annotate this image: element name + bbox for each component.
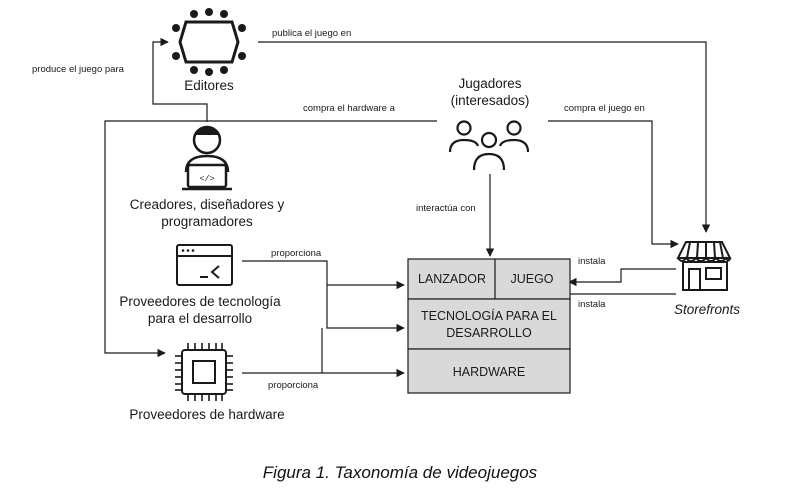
node-hardware-providers: Proveedores de hardware [129, 407, 284, 422]
edge-publish [258, 41, 711, 233]
stack-devtech-box [407, 298, 571, 350]
stack-devtech-line2: DESARROLLO [446, 326, 532, 340]
stack-hardware: HARDWARE [453, 365, 525, 379]
platform-stack: LANZADOR JUEGO TECNOLOGÍA PARA EL DESARR… [407, 258, 571, 394]
taxonomy-diagram: produce el juego para publica el juego e… [32, 8, 740, 422]
stack-game: JUEGO [510, 272, 553, 286]
edge-provides-tech-b [326, 285, 405, 333]
node-devtech-line1: Proveedores de tecnología [119, 294, 281, 309]
developer-icon [182, 125, 232, 191]
group-icon [448, 120, 530, 171]
storefront-icon [676, 241, 732, 291]
label-interact: interactúa con [416, 203, 476, 214]
stack-top-row [407, 258, 571, 300]
label-buy-game: compra el juego en [564, 103, 645, 114]
edge-install-1 [568, 268, 676, 287]
code-glyph: </> [199, 174, 214, 184]
label-produce: produce el juego para [32, 64, 125, 75]
stack-launcher: LANZADOR [418, 272, 486, 286]
label-publish: publica el juego en [272, 28, 351, 39]
figure-caption: Figura 1. Taxonomía de videojuegos [262, 463, 538, 482]
label-provides-hw: proporciona [268, 380, 319, 391]
chip-icon [175, 343, 233, 401]
stack-hardware-box [407, 348, 571, 394]
node-creators-line1: Creadores, diseñadores y [130, 197, 285, 212]
node-editors: Editores [184, 78, 234, 93]
edge-buy-hardware [104, 120, 437, 358]
node-players-line2: (interesados) [451, 93, 530, 108]
label-installs-2: instala [578, 299, 606, 310]
label-buy-hardware: compra el hardware a [303, 103, 396, 114]
node-creators-line2: programadores [161, 214, 253, 229]
label-provides-tech: proporciona [271, 248, 322, 259]
node-players-line1: Jugadores [458, 76, 521, 91]
meeting-table-icon [172, 8, 246, 76]
edge-produce [152, 37, 208, 122]
label-installs-1: instala [578, 256, 606, 267]
node-storefronts: Storefronts [674, 302, 740, 317]
terminal-icon [176, 244, 233, 286]
stack-devtech-line1: TECNOLOGÍA PARA EL [421, 308, 557, 323]
node-devtech-line2: para el desarrollo [148, 311, 252, 326]
edge-provides-tech [242, 260, 328, 285]
edge-buy-game [548, 120, 679, 249]
